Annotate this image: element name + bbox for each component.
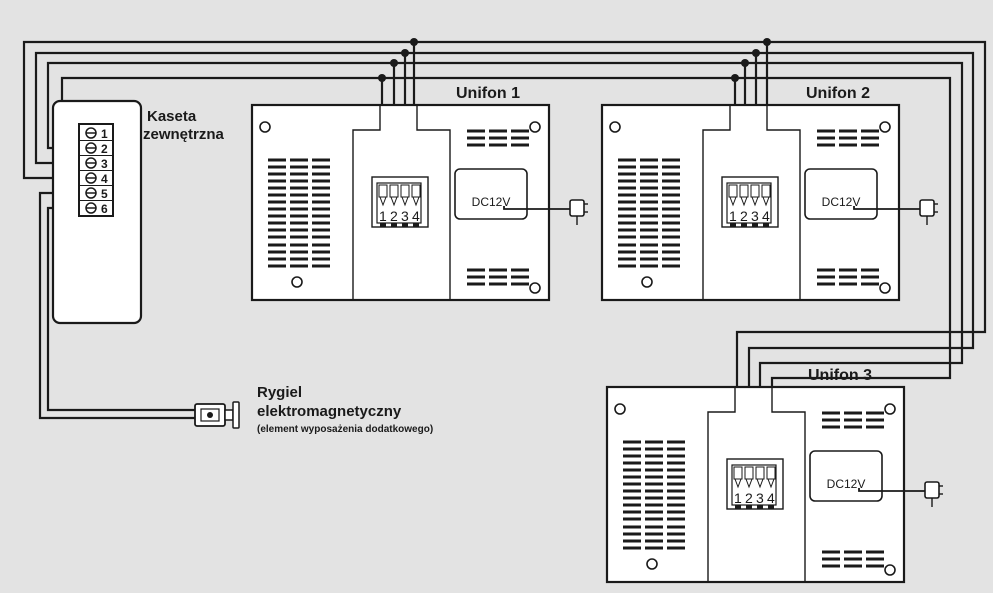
junction-dot-icon xyxy=(390,59,398,67)
junction-dot-icon xyxy=(741,59,749,67)
screw-hole-icon xyxy=(529,282,541,294)
terminal-6: 6 xyxy=(85,202,108,216)
unifon-2-title: Unifon 2 xyxy=(806,85,870,102)
terminal-number: 4 xyxy=(412,208,420,224)
terminal-label: 4 xyxy=(101,172,108,186)
screw-hole-icon xyxy=(529,121,541,133)
junction-dot-icon xyxy=(410,38,418,46)
terminal-number: 4 xyxy=(767,490,775,506)
junction-dot-icon xyxy=(752,49,760,57)
power-adapter-icon xyxy=(569,199,588,225)
screw-hole-icon xyxy=(291,276,303,288)
terminal-3: 3 xyxy=(85,157,108,171)
wire-3 xyxy=(34,51,975,497)
electromagnetic-lock-icon xyxy=(194,401,240,429)
terminal-number: 2 xyxy=(390,208,398,224)
terminal-number: 1 xyxy=(729,208,737,224)
monitor-center-panel xyxy=(702,104,801,300)
screw-hole-icon xyxy=(641,276,653,288)
outdoor-station-title-1: Kaseta xyxy=(147,108,197,125)
screw-hole-icon xyxy=(884,403,896,415)
junctions xyxy=(378,38,771,82)
lock-note: (element wyposażenia dodatkowego) xyxy=(257,424,433,435)
lock-title-1: Rygiel xyxy=(257,384,302,401)
power-module xyxy=(804,168,878,220)
junction-dot-icon xyxy=(378,74,386,82)
power-module xyxy=(809,450,883,502)
screw-hole-icon xyxy=(614,403,626,415)
wire-4 xyxy=(22,40,987,497)
junction-dot-icon xyxy=(763,38,771,46)
terminal-5: 5 xyxy=(85,187,108,201)
lock-title-2: elektromagnetyczny xyxy=(257,403,402,420)
screw-hole-icon xyxy=(609,121,621,133)
monitor-center-panel xyxy=(352,104,451,300)
terminal-number: 1 xyxy=(379,208,387,224)
junction-dot-icon xyxy=(731,74,739,82)
speaker-grille-right xyxy=(817,129,879,286)
terminal-label: 3 xyxy=(101,157,108,171)
terminal-label: 5 xyxy=(101,187,108,201)
power-module xyxy=(454,168,528,220)
terminal-1: 1 xyxy=(85,127,108,141)
screw-hole-icon xyxy=(884,564,896,576)
speaker-grille-left xyxy=(618,158,680,268)
power-module-label: DC12V xyxy=(827,477,866,491)
speaker-grille-left xyxy=(268,158,330,268)
terminal-label: 6 xyxy=(101,202,108,216)
monitor-center-panel xyxy=(707,386,806,582)
terminal-label: 2 xyxy=(101,142,108,156)
unifon-1-title: Unifon 1 xyxy=(456,85,520,102)
terminal-2: 2 xyxy=(85,142,108,156)
speaker-grille-left xyxy=(623,440,685,550)
terminal-number: 2 xyxy=(740,208,748,224)
speaker-grille-right xyxy=(467,129,529,286)
terminal-number: 4 xyxy=(762,208,770,224)
terminal-number: 1 xyxy=(734,490,742,506)
junction-dot-icon xyxy=(401,49,409,57)
unifon-3-title: Unifon 3 xyxy=(808,367,872,384)
terminal-4: 4 xyxy=(85,172,108,186)
screw-hole-icon xyxy=(259,121,271,133)
screw-hole-icon xyxy=(646,558,658,570)
electromagnetic-lock: Rygiel elektromagnetyczny (element wypos… xyxy=(194,384,433,435)
power-module-label: DC12V xyxy=(472,195,511,209)
power-adapter-icon xyxy=(919,199,938,225)
terminal-number: 3 xyxy=(401,208,409,224)
terminal-number: 3 xyxy=(756,490,764,506)
wire-2 xyxy=(46,61,964,497)
power-adapter-icon xyxy=(924,481,943,507)
screw-hole-icon xyxy=(879,121,891,133)
outdoor-station-title-2: zewnętrzna xyxy=(143,126,225,143)
terminal-number: 3 xyxy=(751,208,759,224)
terminal-label: 1 xyxy=(101,127,108,141)
screw-hole-icon xyxy=(879,282,891,294)
terminal-number: 2 xyxy=(745,490,753,506)
speaker-grille-right xyxy=(822,411,884,568)
power-module-label: DC12V xyxy=(822,195,861,209)
